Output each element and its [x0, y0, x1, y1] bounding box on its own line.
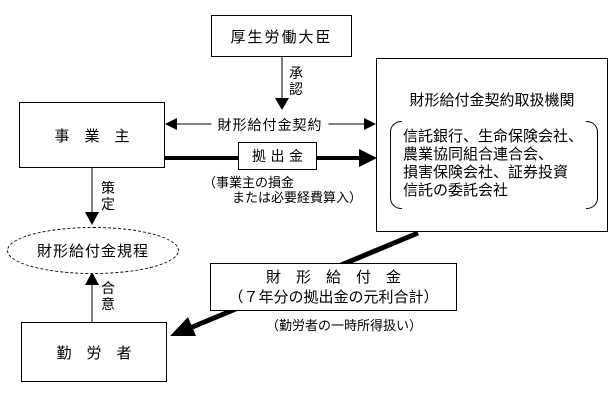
approval-label: 承認 — [289, 66, 303, 98]
employer-label: 事 業 主 — [54, 126, 130, 145]
formulate-label: 策定 — [101, 181, 115, 213]
approval-arrow — [275, 57, 289, 110]
agreement-label: 合意 — [101, 281, 115, 313]
institution-list-bracket-right — [586, 121, 598, 209]
institution-list-line: 損害保険会社、証券投資 — [403, 163, 569, 181]
contribution-label: 拠 出 金 — [252, 149, 303, 165]
benefit-title: 財 形 給 付 金 — [265, 268, 401, 286]
regulation-ellipse: 財形給付金規程 — [7, 227, 179, 274]
institution-list-line: 信託の委託会社 — [403, 181, 509, 199]
institution-title: 財形給付金契約取扱機関 — [409, 91, 575, 109]
institution-box: 財形給付金契約取扱機関 信託銀行、生命保険会社、 農業協同組合連合会、 損害保険… — [376, 58, 608, 232]
benefit-subtitle: （７年分の拠出金の元利合計） — [228, 288, 439, 306]
benefit-note: （勤労者の一時所得扱い） — [266, 319, 423, 334]
benefit-box: 財 形 給 付 金 （７年分の拠出金の元利合計） — [210, 263, 457, 311]
institution-list-line: 農業協同組合連合会、 — [403, 145, 554, 163]
worker-label: 勤 労 者 — [56, 343, 132, 362]
minister-label: 厚生労働大臣 — [230, 27, 333, 46]
regulation-label: 財形給付金規程 — [36, 242, 149, 260]
worker-box: 勤 労 者 — [21, 322, 167, 382]
contract-label: 財形給付金契約 — [170, 115, 370, 135]
contribution-note-line2: または必要経費算入） — [232, 191, 363, 206]
contribution-note-line1: （事業主の損金 — [203, 176, 295, 191]
institution-list-bracket-left — [390, 121, 402, 209]
agreement-arrow — [85, 272, 99, 322]
institution-list-line: 信託銀行、生命保険会社、 — [403, 127, 584, 145]
minister-box: 厚生労働大臣 — [211, 15, 352, 57]
formulate-arrow — [85, 168, 99, 225]
contribution-box: 拠 出 金 — [238, 142, 317, 170]
institution-list: 信託銀行、生命保険会社、 農業協同組合連合会、 損害保険会社、証券投資 信託の委… — [403, 127, 583, 199]
employer-box: 事 業 主 — [19, 102, 165, 168]
